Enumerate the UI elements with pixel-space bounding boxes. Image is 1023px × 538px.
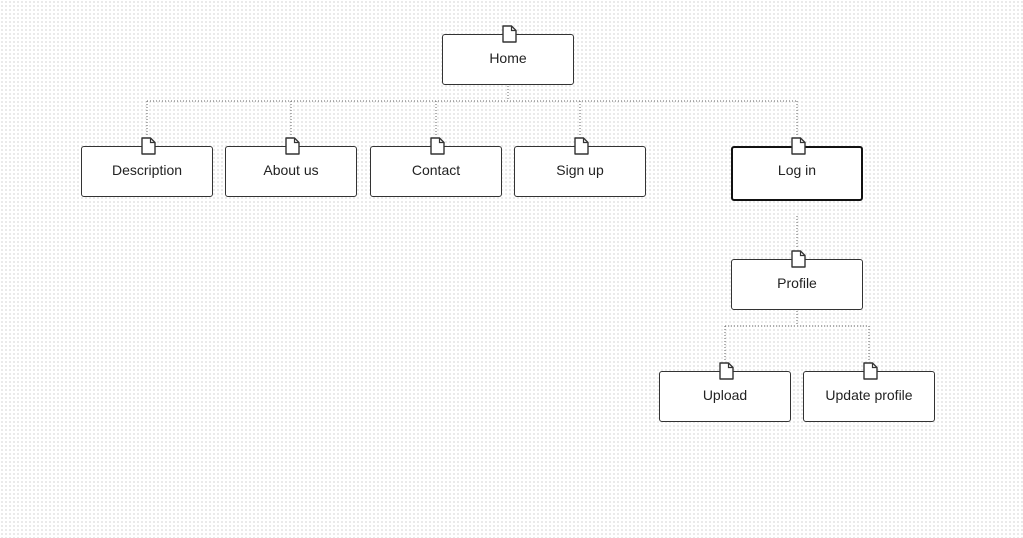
node-label: Log in [777,162,817,178]
node-label: About us [263,162,319,178]
node-label: Contact [411,162,461,178]
page-icon [791,250,806,268]
node-upload[interactable]: Upload [659,362,791,422]
node-label: Home [489,50,527,66]
node-label: Profile [777,275,817,291]
node-log-in[interactable]: Log in [731,137,863,201]
page-icon [719,362,734,380]
page-icon [285,137,300,155]
page-icon [863,362,878,380]
node-sign-up[interactable]: Sign up [514,137,646,197]
node-description[interactable]: Description [81,137,213,197]
page-icon [141,137,156,155]
node-profile[interactable]: Profile [731,250,863,310]
page-icon [430,137,445,155]
node-home[interactable]: Home [442,25,574,85]
node-label: Upload [702,387,748,403]
page-icon [574,137,589,155]
page-icon [502,25,517,43]
node-label: Sign up [556,162,604,178]
node-update-profile[interactable]: Update profile [803,362,935,422]
page-icon [791,137,806,155]
node-about-us[interactable]: About us [225,137,357,197]
node-contact[interactable]: Contact [370,137,502,197]
node-label: Update profile [825,387,913,403]
node-label: Description [111,162,183,178]
